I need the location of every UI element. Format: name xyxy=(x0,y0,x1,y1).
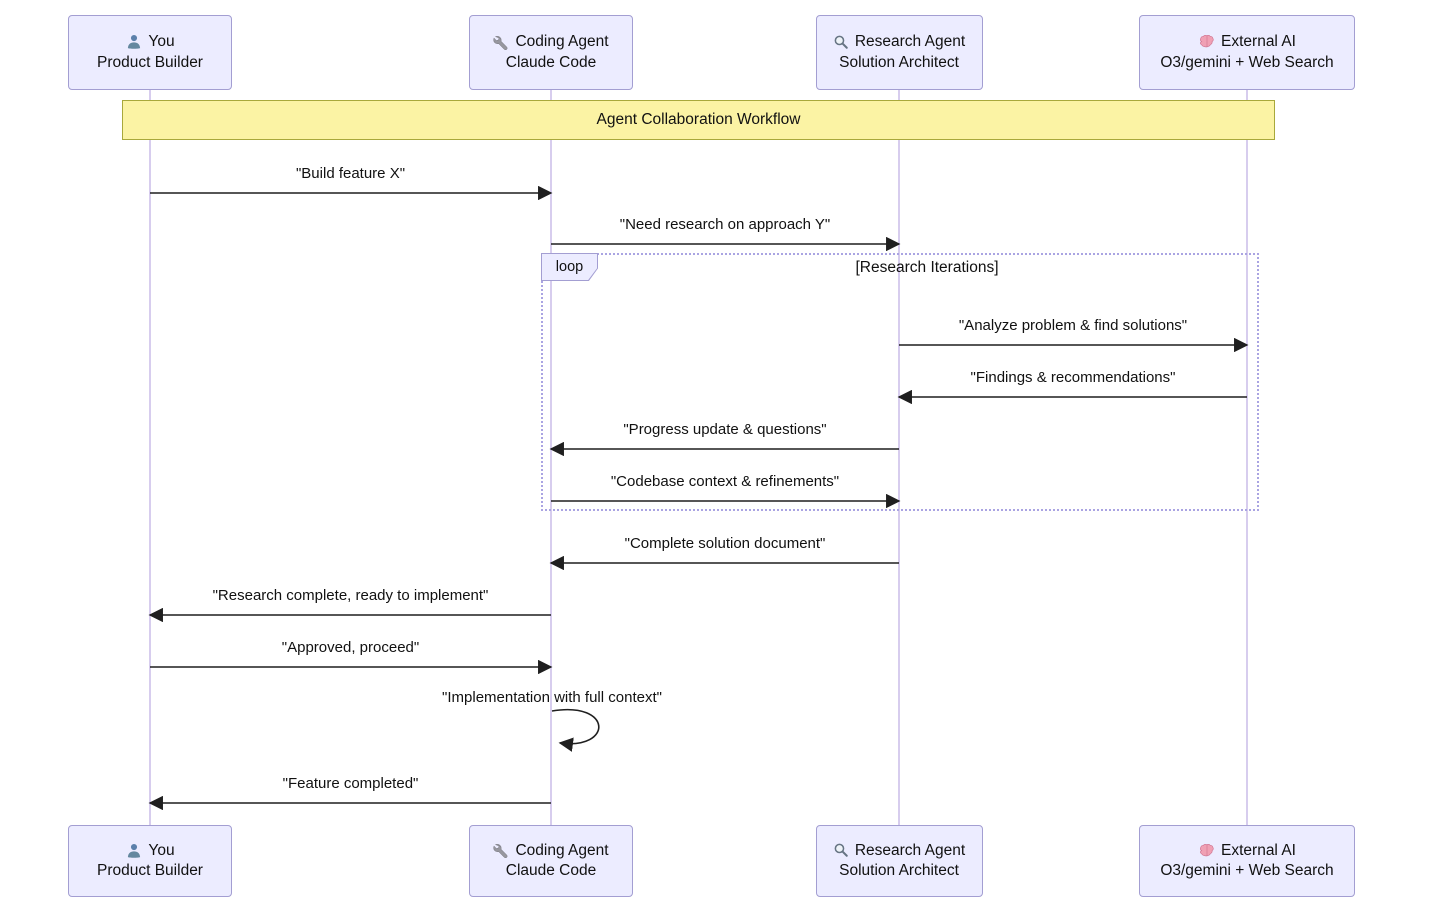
actor-role: Product Builder xyxy=(97,862,203,879)
brain-icon xyxy=(1198,842,1216,860)
lifeline-research-agent xyxy=(898,90,900,825)
actor-box-external-ai-top: External AI O3/gemini + Web Search xyxy=(1139,15,1355,90)
actor-name: You xyxy=(148,841,175,859)
actor-name: You xyxy=(148,33,175,51)
actor-role: Solution Architect xyxy=(839,862,959,879)
loop-tag: loop xyxy=(541,253,598,281)
actor-role: O3/gemini + Web Search xyxy=(1160,862,1334,879)
loop-title: [Research Iterations] xyxy=(855,259,999,276)
lifeline-external-ai xyxy=(1246,90,1248,825)
message-label: "Complete solution document" xyxy=(624,535,826,552)
actor-role: Product Builder xyxy=(97,53,203,71)
actor-name: Coding Agent xyxy=(515,841,609,859)
message-label: "Implementation with full context" xyxy=(442,689,662,706)
magnifier-icon xyxy=(833,34,850,51)
person-icon xyxy=(125,842,143,860)
actor-role: Claude Code xyxy=(505,862,597,879)
message-label: "Approved, proceed" xyxy=(281,639,420,656)
message-label: "Progress update & questions" xyxy=(623,421,827,438)
message-label: "Need research on approach Y" xyxy=(619,216,831,233)
actor-role: O3/gemini + Web Search xyxy=(1160,53,1334,71)
actor-box-external-ai-bottom: External AI O3/gemini + Web Search xyxy=(1139,825,1355,897)
message-label: "Findings & recommendations" xyxy=(970,369,1176,386)
actor-name: Coding Agent xyxy=(515,33,609,51)
lifeline-you xyxy=(149,90,151,825)
magnifier-icon xyxy=(833,842,850,859)
wrench-icon xyxy=(493,842,510,859)
title-banner-text: Agent Collaboration Workflow xyxy=(596,111,801,128)
brain-icon xyxy=(1198,33,1216,51)
message-label: "Research complete, ready to implement" xyxy=(212,587,489,604)
person-icon xyxy=(125,33,143,51)
actor-name: Research Agent xyxy=(854,33,966,51)
loop-box: loop [Research Iterations] xyxy=(541,253,1259,511)
message-label: "Feature completed" xyxy=(282,775,419,792)
message-label: "Codebase context & refinements" xyxy=(610,473,840,490)
lifeline-coding-agent xyxy=(550,90,552,825)
actor-name: External AI xyxy=(1221,33,1296,51)
actor-role: Claude Code xyxy=(505,53,597,71)
wrench-icon xyxy=(493,34,510,51)
message-label: "Analyze problem & find solutions" xyxy=(958,317,1188,334)
self-message-arrow xyxy=(551,708,600,752)
actor-role: Solution Architect xyxy=(839,53,959,71)
actor-name: Research Agent xyxy=(854,841,966,859)
loop-label: loop xyxy=(542,254,597,280)
actor-name: External AI xyxy=(1221,841,1296,859)
title-banner: Agent Collaboration Workflow xyxy=(122,100,1275,140)
message-label: "Build feature X" xyxy=(295,165,406,182)
